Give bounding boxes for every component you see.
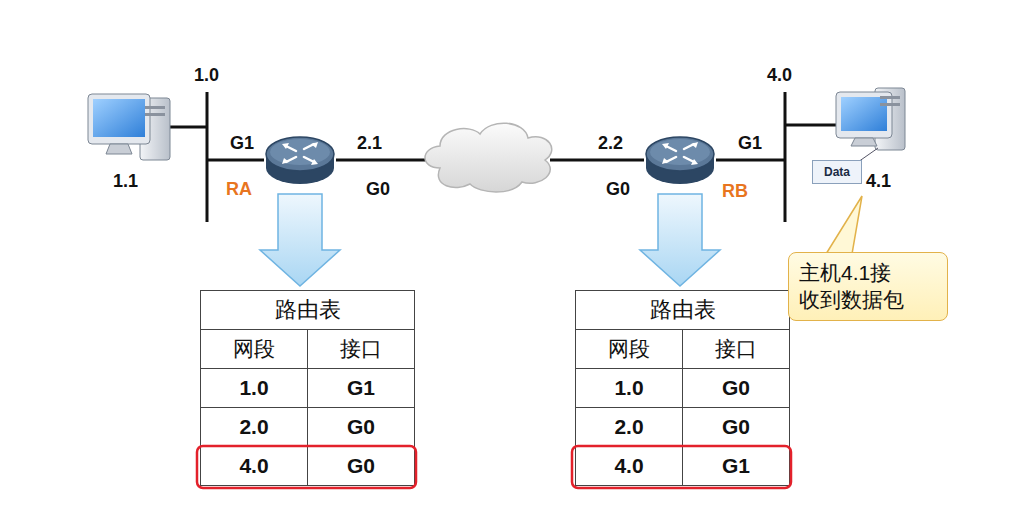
wan-cloud [425, 123, 552, 192]
callout-text: 主机4.1接 收到数据包 [799, 259, 937, 314]
table-row: 4.0G1 [576, 446, 789, 485]
table-row: 1.0G0 [576, 368, 789, 407]
router-icon [264, 130, 336, 190]
column-header: 接口 [307, 330, 414, 368]
interface-name: G0 [606, 180, 630, 198]
data-envelope: Data [812, 160, 862, 184]
network-wires [170, 92, 838, 222]
column-header: 网段 [576, 330, 682, 368]
callout-tail [826, 196, 862, 254]
segment-address: 1.0 [194, 66, 219, 84]
block-arrow [260, 194, 340, 286]
table-cell: 1.0 [576, 369, 682, 407]
table-cell: G0 [307, 408, 414, 446]
table-row: 2.0G0 [576, 407, 789, 446]
interface-name: G1 [230, 134, 254, 152]
interface-address: 2.2 [598, 134, 623, 152]
router-node: RA [264, 130, 336, 190]
router-name: RB [722, 182, 748, 200]
table-title: 路由表 [201, 291, 414, 329]
block-arrow [640, 194, 720, 286]
router-name: RA [226, 180, 252, 198]
routing-table: 路由表网段接口1.0G12.0G04.0G0 [200, 290, 415, 486]
table-row: 网段接口 [576, 329, 789, 368]
table-cell: G0 [682, 369, 789, 407]
column-header: 网段 [201, 330, 307, 368]
table-row: 网段接口 [201, 329, 414, 368]
table-row: 1.0G1 [201, 368, 414, 407]
callout-box: 主机4.1接 收到数据包 [788, 252, 948, 321]
segment-address: 4.0 [767, 66, 792, 84]
table-cell: G0 [682, 408, 789, 446]
table-cell: 1.0 [201, 369, 307, 407]
table-row: 4.0G0 [201, 446, 414, 485]
router-icon [644, 130, 716, 190]
interface-name: G1 [738, 134, 762, 152]
interface-address: 2.1 [357, 134, 382, 152]
routing-table: 路由表网段接口1.0G02.0G04.0G1 [575, 290, 790, 486]
table-cell: 4.0 [201, 447, 307, 485]
table-cell: G0 [307, 447, 414, 485]
host-computer [836, 88, 905, 162]
router-node: RB [644, 130, 716, 190]
table-cell: 2.0 [576, 408, 682, 446]
packet-label: Data [824, 165, 850, 179]
table-cell: 2.0 [201, 408, 307, 446]
table-cell: G1 [307, 369, 414, 407]
table-row: 2.0G0 [201, 407, 414, 446]
table-cell: 4.0 [576, 447, 682, 485]
table-title: 路由表 [576, 291, 789, 329]
host-computer [88, 94, 170, 160]
host-address: 1.1 [113, 172, 138, 190]
interface-name: G0 [366, 180, 390, 198]
table-cell: G1 [682, 447, 789, 485]
host-address: 4.1 [866, 172, 891, 190]
column-header: 接口 [682, 330, 789, 368]
